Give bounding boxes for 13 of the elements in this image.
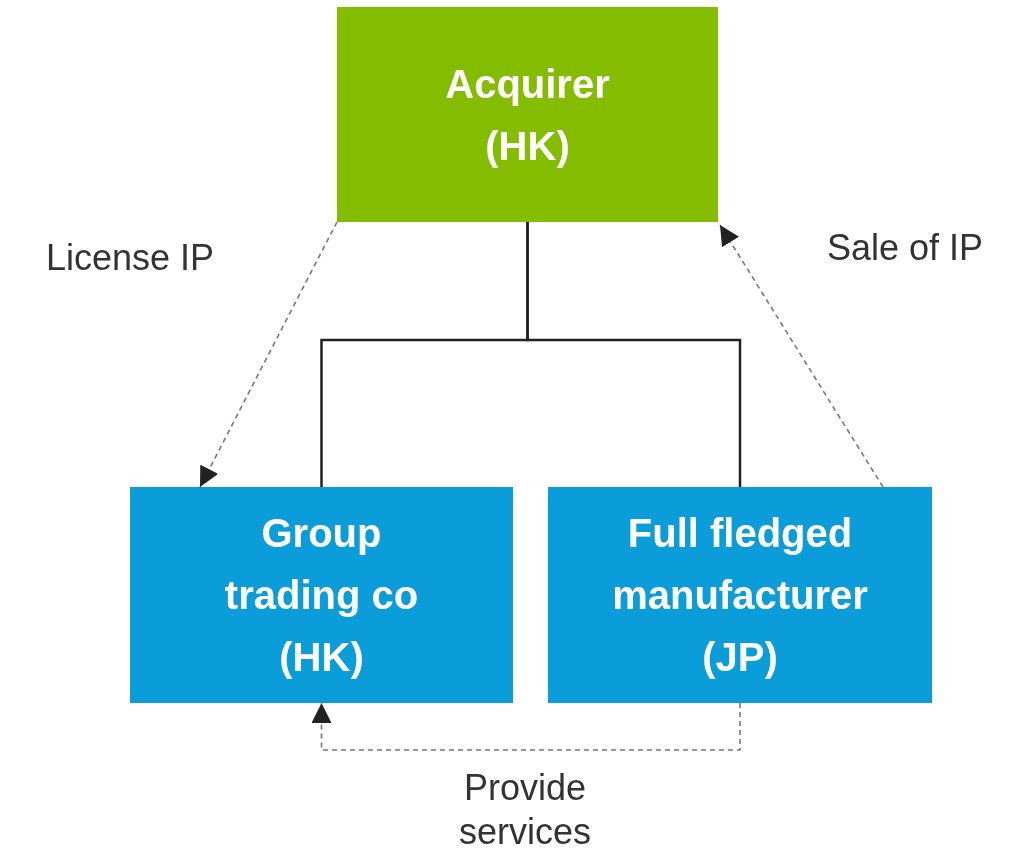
entity-box xyxy=(130,487,513,703)
entity-name: Acquirer (HK) xyxy=(444,60,611,170)
dashed-arrow xyxy=(199,221,338,488)
dashed-arrow xyxy=(719,224,884,488)
edge-label: License IP xyxy=(44,236,216,280)
entity-box xyxy=(337,7,718,222)
entity-box xyxy=(548,487,932,703)
connector-line xyxy=(526,222,742,487)
entity-name: Group trading co (HK) xyxy=(223,510,420,681)
dashed-arrow xyxy=(311,702,741,751)
edge-label: Provide services xyxy=(458,766,592,854)
edge-label: Sale of IP xyxy=(825,226,985,270)
entity-name: Full fledged manufacturer (JP) xyxy=(611,510,869,681)
